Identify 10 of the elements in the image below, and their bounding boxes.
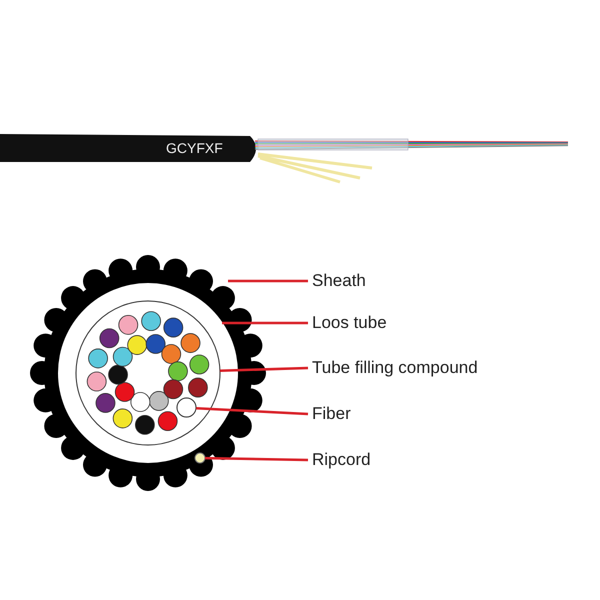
leader-line xyxy=(222,322,308,324)
part-label: Ripcord xyxy=(312,450,371,470)
leader-line xyxy=(228,280,308,282)
part-label: Tube filling compound xyxy=(312,358,478,378)
leader-line xyxy=(220,366,308,372)
cable-marking: GCYFXF xyxy=(166,139,223,158)
part-label: Loos tube xyxy=(312,313,387,333)
leader-line xyxy=(196,407,308,416)
part-label: Sheath xyxy=(312,271,366,291)
part-label: Fiber xyxy=(312,404,351,424)
